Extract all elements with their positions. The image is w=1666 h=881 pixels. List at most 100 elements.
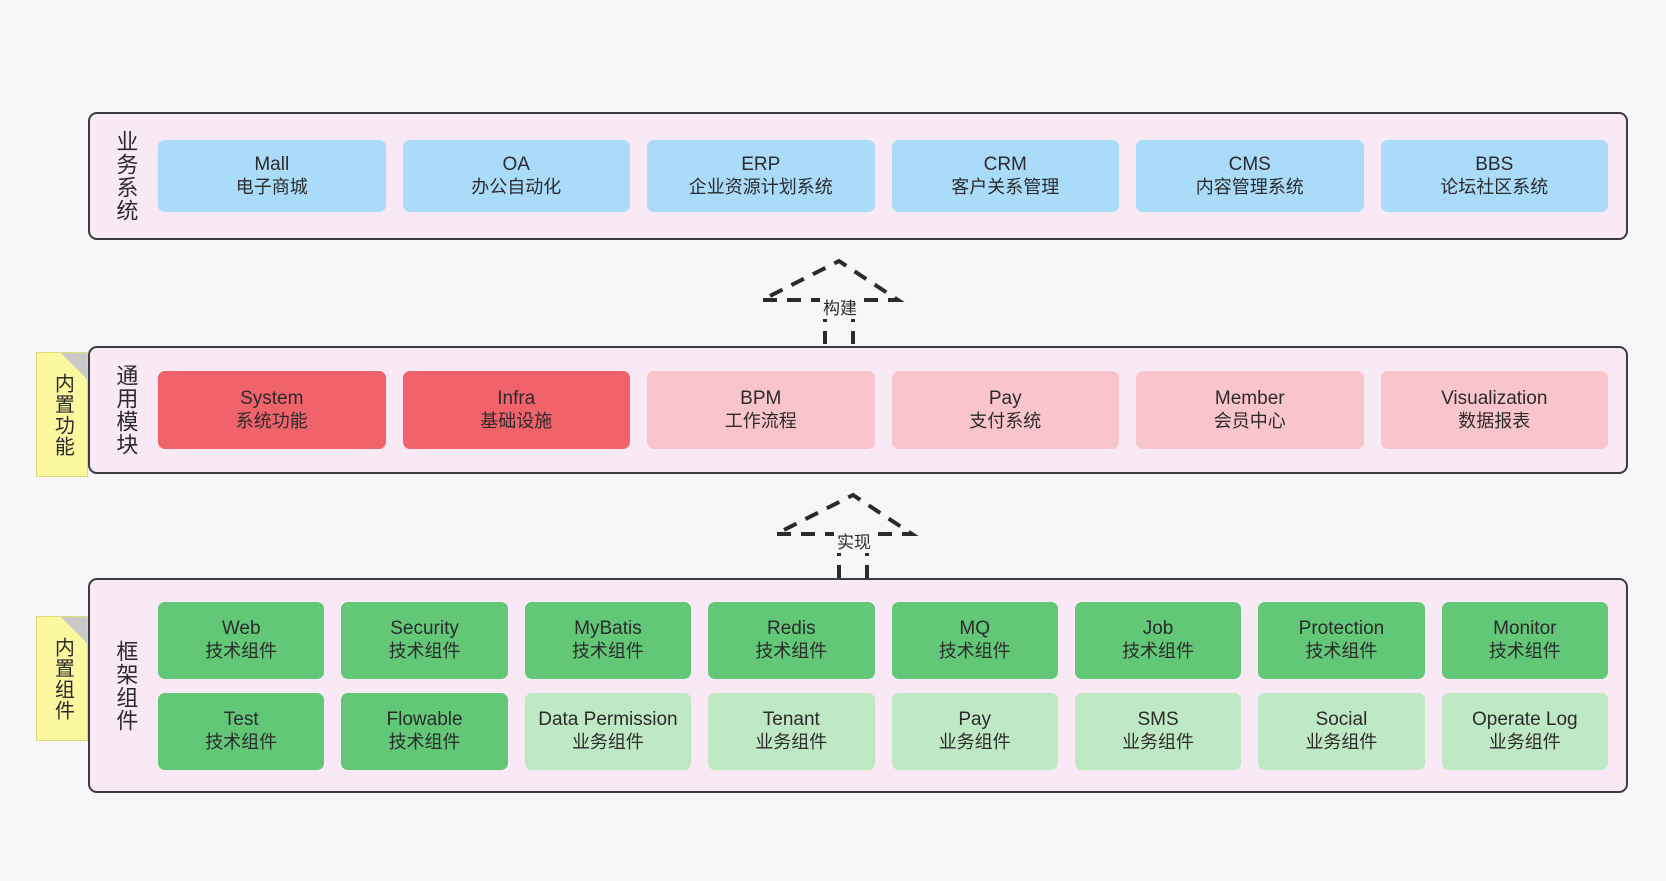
- note-fold-corner-icon: [61, 617, 87, 643]
- card-subtitle: 技术组件: [388, 640, 461, 661]
- card-subtitle: 论坛社区系统: [1440, 176, 1549, 197]
- layer-title-common-modules: 通用模块: [113, 364, 139, 456]
- card-row: System 系统功能 Infra 基础设施 BPM 工作流程 Pay 支付系统…: [158, 371, 1608, 449]
- card-group-framework-components: Web 技术组件 Security 技术组件 MyBatis 技术组件 Redi…: [148, 580, 1626, 791]
- card-title: Protection: [1298, 618, 1385, 640]
- card-title: Mall: [254, 154, 290, 176]
- card-title: Data Permission: [538, 709, 678, 731]
- card-mybatis[interactable]: MyBatis 技术组件: [524, 601, 692, 679]
- card-subtitle: 技术组件: [388, 731, 461, 752]
- card-title: Member: [1214, 388, 1285, 410]
- card-title: Web: [221, 618, 261, 640]
- card-subtitle: 系统功能: [235, 410, 308, 431]
- card-title: Pay: [958, 709, 992, 731]
- build-connector: 构建: [760, 258, 905, 344]
- card-operate-log[interactable]: Operate Log 业务组件: [1441, 692, 1608, 770]
- note-builtin-components: 内置组件: [36, 616, 88, 741]
- card-subtitle: 业务组件: [755, 731, 828, 752]
- card-title: Social: [1315, 709, 1368, 731]
- layer-title-framework-components: 框架组件: [113, 639, 139, 732]
- card-job[interactable]: Job 技术组件: [1074, 601, 1242, 679]
- card-visualization[interactable]: Visualization 数据报表: [1380, 371, 1608, 449]
- card-subtitle: 支付系统: [969, 410, 1042, 431]
- card-protection[interactable]: Protection 技术组件: [1258, 601, 1425, 679]
- card-title: Flowable: [386, 709, 463, 731]
- card-subtitle: 办公自动化: [471, 176, 562, 197]
- card-title: CRM: [983, 154, 1027, 176]
- card-title: System: [240, 388, 304, 410]
- card-subtitle: 业务组件: [571, 731, 644, 752]
- card-sms[interactable]: SMS 业务组件: [1074, 692, 1242, 770]
- card-group-common-modules: System 系统功能 Infra 基础设施 BPM 工作流程 Pay 支付系统…: [148, 348, 1626, 472]
- card-monitor[interactable]: Monitor 技术组件: [1441, 601, 1608, 679]
- card-subtitle: 技术组件: [205, 731, 278, 752]
- card-system[interactable]: System 系统功能: [158, 371, 386, 449]
- card-member[interactable]: Member 会员中心: [1136, 371, 1364, 449]
- card-subtitle: 技术组件: [571, 640, 644, 661]
- layer-common-modules: 通用模块 System 系统功能 Infra 基础设施 BPM 工作流程 Pay…: [88, 346, 1628, 474]
- card-title: MQ: [959, 618, 990, 640]
- implement-connector-label: 实现: [834, 528, 874, 553]
- card-pay[interactable]: Pay 支付系统: [891, 371, 1119, 449]
- note-label: 内置功能: [51, 372, 74, 457]
- card-title: Operate Log: [1471, 709, 1578, 731]
- layer-framework-components: 框架组件 Web 技术组件 Security 技术组件 MyBatis 技术组件…: [88, 578, 1628, 793]
- build-connector-label: 构建: [820, 294, 860, 319]
- card-subtitle: 数据报表: [1458, 410, 1531, 431]
- card-subtitle: 技术组件: [938, 640, 1011, 661]
- card-subtitle: 业务组件: [1122, 731, 1195, 752]
- card-subtitle: 基础设施: [480, 410, 553, 431]
- card-title: Security: [390, 618, 459, 640]
- card-subtitle: 电子商城: [235, 176, 308, 197]
- card-security[interactable]: Security 技术组件: [341, 601, 508, 679]
- card-crm[interactable]: CRM 客户关系管理: [891, 140, 1119, 212]
- card-title: Redis: [767, 618, 816, 640]
- card-web[interactable]: Web 技术组件: [158, 601, 325, 679]
- implement-connector: 实现: [774, 492, 919, 578]
- card-title: Infra: [497, 388, 536, 410]
- note-label: 内置组件: [51, 636, 74, 721]
- card-social[interactable]: Social 业务组件: [1258, 692, 1425, 770]
- card-infra[interactable]: Infra 基础设施: [402, 371, 630, 449]
- note-builtin-functions: 内置功能: [36, 352, 88, 477]
- card-title: Visualization: [1441, 388, 1548, 410]
- card-subtitle: 工作流程: [724, 410, 797, 431]
- card-row: Mall 电子商城 OA 办公自动化 ERP 企业资源计划系统 CRM 客户关系…: [158, 140, 1608, 212]
- card-mq[interactable]: MQ 技术组件: [891, 601, 1058, 679]
- card-title: SMS: [1137, 709, 1179, 731]
- card-subtitle: 业务组件: [1305, 731, 1378, 752]
- card-subtitle: 客户关系管理: [951, 176, 1060, 197]
- card-oa[interactable]: OA 办公自动化: [402, 140, 630, 212]
- card-data-permission[interactable]: Data Permission 业务组件: [524, 692, 692, 770]
- card-test[interactable]: Test 技术组件: [158, 692, 325, 770]
- card-redis[interactable]: Redis 技术组件: [708, 601, 875, 679]
- card-pay-business[interactable]: Pay 业务组件: [891, 692, 1058, 770]
- card-title: Pay: [988, 388, 1022, 410]
- card-cms[interactable]: CMS 内容管理系统: [1136, 140, 1364, 212]
- card-row: Test 技术组件 Flowable 技术组件 Data Permission …: [158, 692, 1608, 770]
- card-title: MyBatis: [574, 618, 642, 640]
- layer-business-systems: 业务系统 Mall 电子商城 OA 办公自动化 ERP 企业资源计划系统 CRM…: [88, 112, 1628, 240]
- card-tenant[interactable]: Tenant 业务组件: [708, 692, 875, 770]
- layer-title-business-systems: 业务系统: [113, 130, 139, 222]
- card-subtitle: 技术组件: [1488, 640, 1561, 661]
- card-bpm[interactable]: BPM 工作流程: [647, 371, 875, 449]
- card-mall[interactable]: Mall 电子商城: [158, 140, 386, 212]
- card-subtitle: 企业资源计划系统: [688, 176, 833, 197]
- card-title: BPM: [740, 388, 782, 410]
- card-title: CMS: [1228, 154, 1271, 176]
- card-subtitle: 业务组件: [938, 731, 1011, 752]
- card-subtitle: 内容管理系统: [1195, 176, 1304, 197]
- card-erp[interactable]: ERP 企业资源计划系统: [647, 140, 875, 212]
- card-row: Web 技术组件 Security 技术组件 MyBatis 技术组件 Redi…: [158, 601, 1608, 679]
- card-bbs[interactable]: BBS 论坛社区系统: [1380, 140, 1608, 212]
- card-flowable[interactable]: Flowable 技术组件: [341, 692, 508, 770]
- card-title: Monitor: [1493, 618, 1557, 640]
- card-title: Tenant: [762, 709, 820, 731]
- card-title: Test: [223, 709, 259, 731]
- card-group-business-systems: Mall 电子商城 OA 办公自动化 ERP 企业资源计划系统 CRM 客户关系…: [148, 114, 1626, 238]
- card-title: OA: [502, 154, 530, 176]
- card-subtitle: 技术组件: [755, 640, 828, 661]
- card-title: BBS: [1475, 154, 1514, 176]
